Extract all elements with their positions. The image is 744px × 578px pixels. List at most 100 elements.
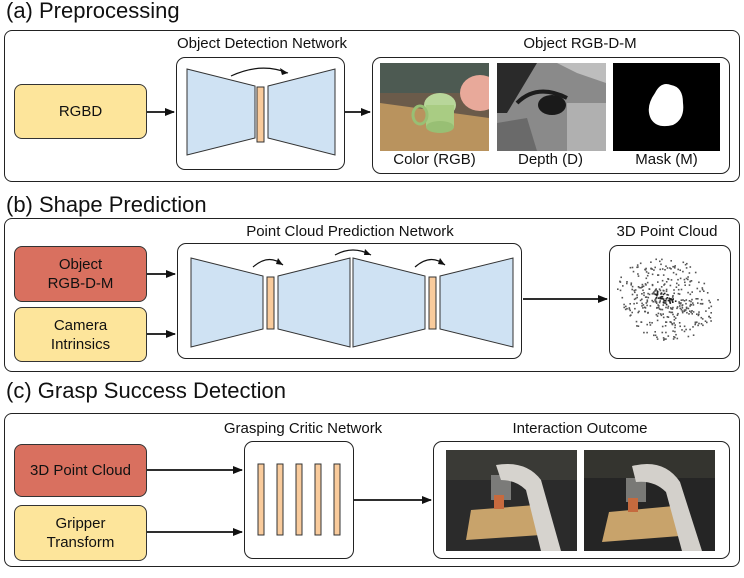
point-cloud-dot [634, 307, 636, 310]
point-cloud-dot [625, 305, 627, 308]
interaction-outcome-label: Interaction Outcome [512, 420, 648, 437]
point-cloud-dot [670, 307, 672, 309]
point-cloud-dot [660, 314, 663, 317]
depth-image [497, 63, 606, 151]
point-cloud-dot [692, 326, 694, 328]
point-cloud-dot [690, 280, 693, 282]
point-cloud-dot [672, 265, 674, 268]
point-cloud-dot [636, 294, 638, 296]
point-cloud-dot [717, 299, 719, 301]
point-cloud-dot [673, 322, 675, 324]
point-cloud-dot [709, 317, 712, 319]
point-cloud-dot [679, 277, 682, 280]
point-cloud-dot [640, 321, 643, 323]
point-cloud-dot [655, 258, 657, 261]
point-cloud-dot [689, 310, 691, 312]
point-cloud-dot [617, 288, 619, 290]
point-cloud-dot [654, 334, 657, 337]
point-cloud-dot [638, 286, 641, 289]
point-cloud-dot [673, 319, 676, 321]
point-cloud-dot [665, 288, 668, 291]
point-cloud-dot [633, 289, 635, 292]
point-cloud-dot [666, 316, 669, 318]
point-cloud-dot [692, 311, 695, 313]
point-cloud-dot [658, 305, 660, 307]
point-cloud-dot [670, 321, 672, 324]
point-cloud-dot [651, 299, 653, 302]
point-cloud-dot [665, 306, 667, 309]
point-cloud-dot [689, 280, 692, 283]
point-cloud-dot [699, 290, 701, 293]
point-cloud-dot [659, 313, 662, 315]
point-cloud-dot [649, 321, 651, 324]
point-cloud-dot [679, 307, 682, 310]
point-cloud-dot [661, 325, 664, 328]
point-cloud-dot [637, 325, 640, 327]
point-cloud-dot [644, 283, 647, 285]
object-detection-network [176, 57, 345, 170]
point-cloud-dot [685, 306, 688, 309]
point-cloud-dot [641, 305, 643, 307]
point-cloud-dot [675, 333, 677, 336]
point-cloud-dot [632, 270, 635, 273]
point-cloud-dot [656, 338, 659, 340]
point-cloud-dot [631, 266, 634, 269]
point-cloud-dot [621, 296, 624, 299]
point-cloud-dot [697, 302, 699, 304]
point-cloud-dot [656, 336, 658, 338]
point-cloud-dot [660, 295, 663, 298]
point-cloud-dot [648, 293, 651, 296]
point-cloud-dot [649, 305, 652, 307]
point-cloud-dot [648, 288, 651, 290]
point-cloud-dot [710, 305, 713, 308]
object-rgbdm-input-box: Object RGB-D-M [14, 246, 147, 302]
point-cloud-dot [641, 293, 643, 295]
point-cloud-dot [688, 300, 691, 302]
point-cloud-dot [643, 292, 645, 294]
point-cloud-dot [666, 297, 669, 299]
point-cloud-dot [666, 267, 669, 269]
point-cloud-dot [646, 304, 648, 307]
point-cloud-dot [654, 298, 657, 300]
point-cloud-dot [637, 275, 640, 277]
point-cloud-dot [645, 267, 647, 270]
grasping-critic-network [244, 441, 354, 559]
point-cloud-dot [651, 273, 654, 276]
point-cloud-dot [700, 316, 703, 319]
point-cloud-dot [624, 308, 627, 311]
point-cloud-dot [654, 299, 656, 301]
point-cloud-dot [639, 262, 642, 265]
point-cloud-dot [668, 311, 671, 313]
point-cloud-dot [681, 304, 683, 307]
point-cloud-dot [655, 313, 658, 316]
point-cloud-dot [674, 326, 676, 329]
point-cloud-dot [689, 266, 692, 268]
point-cloud-dot [645, 302, 648, 304]
point-cloud-dot [662, 337, 665, 339]
point-cloud-dot [670, 268, 672, 270]
section-title-preprocessing: (a) Preprocessing [6, 0, 180, 23]
point-cloud-dot [703, 290, 705, 292]
point-cloud-dot [655, 297, 658, 299]
point-cloud-dot [665, 298, 668, 300]
point-cloud-dot [680, 288, 683, 291]
point-cloud-dot [676, 306, 679, 308]
point-cloud-dot [672, 298, 674, 300]
point-cloud-dot [663, 292, 666, 295]
point-cloud-dot [660, 263, 662, 266]
point-cloud-dot [631, 288, 633, 291]
point-cloud-dot [637, 311, 639, 314]
point-cloud-dot [696, 287, 699, 290]
point-cloud-dot [697, 324, 699, 327]
point-cloud-dot [665, 321, 668, 323]
point-cloud-dot [649, 324, 652, 326]
point-cloud-dot [686, 311, 688, 314]
point-cloud-dot [662, 316, 665, 319]
point-cloud-dot [663, 300, 666, 302]
point-cloud-dot [631, 285, 634, 288]
point-cloud-dot [623, 303, 625, 306]
point-cloud-dot [683, 300, 686, 302]
point-cloud-dot [689, 328, 691, 331]
point-cloud-dot [701, 287, 704, 289]
point-cloud-dot [683, 309, 686, 311]
